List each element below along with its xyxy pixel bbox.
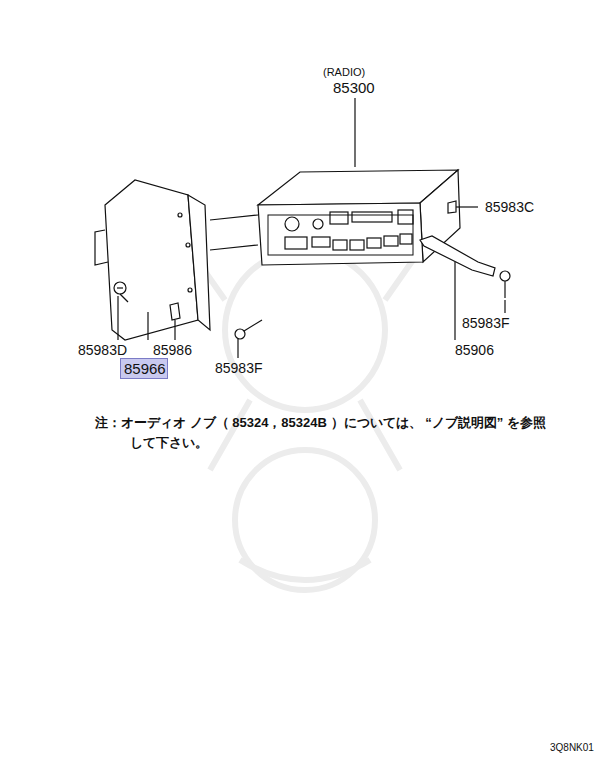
part-number: 85983F	[462, 316, 509, 331]
part-number: 85986	[153, 343, 192, 358]
part-number: 85906	[455, 343, 494, 358]
highlighted-part-number: 85966	[120, 358, 168, 379]
part-number: 85300	[333, 80, 375, 97]
part-number: 85983D	[78, 343, 127, 358]
diagram-code: 3Q8NK01	[550, 742, 594, 753]
part-number: 85966	[124, 361, 164, 378]
part-number: 85983F	[215, 361, 262, 376]
note-text: 注：オーディオ ノブ（ 85324，85324B ）については、 “ノブ説明図”…	[95, 413, 550, 452]
part-number: 85983C	[485, 200, 534, 215]
part-group-name: (RADIO)	[323, 66, 365, 78]
